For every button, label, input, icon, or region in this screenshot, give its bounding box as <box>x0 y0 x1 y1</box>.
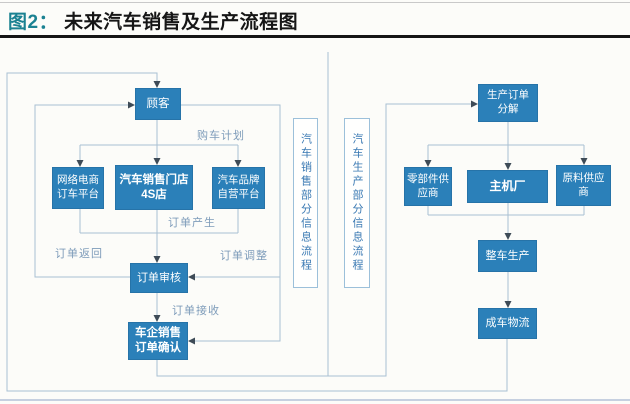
arrowhead-into-review-right <box>188 273 195 281</box>
lane-sales-info-process: 汽车销售部分信息流程 <box>293 118 318 288</box>
node-parts-supplier: 零部件供 应商 <box>404 167 452 206</box>
arrowhead-into-customer-top <box>153 81 161 88</box>
node-vehicle-production: 整车生产 <box>478 240 537 272</box>
arrowhead-into-customer-left <box>128 101 135 109</box>
node-oem-sales-confirm: 车企销售 订单确认 <box>128 322 188 360</box>
arrowhead-into-confirm-top <box>153 315 161 322</box>
node-oem-factory: 主机厂 <box>467 170 548 203</box>
edge-cycle-logistics-to-customer <box>6 72 508 392</box>
arrowhead-into-oem-factory <box>504 163 512 170</box>
figure-number: 图2： <box>8 12 59 33</box>
edge-label-purchase-plan: 购车计划 <box>197 130 245 142</box>
edge-label-order-return: 订单返回 <box>55 248 103 260</box>
edge-order-return <box>34 104 130 278</box>
edge-split-to-suppliers <box>427 122 585 163</box>
title-rule <box>0 35 630 38</box>
node-customer: 顾客 <box>135 88 181 120</box>
lane-production-info-process: 汽车生产部分信息流程 <box>344 118 370 288</box>
arrowhead-into-parts-supplier <box>424 160 432 167</box>
figure-title-text: 未来汽车销售及生产流程图 <box>64 12 299 33</box>
edge-label-order-create: 订单产生 <box>168 217 216 229</box>
node-dealer-4s-store: 汽车销售门店 4S店 <box>115 165 193 210</box>
edge-customer-to-channels <box>79 120 239 160</box>
arrowhead-into-review-top <box>153 256 161 263</box>
edge-confirm-to-production-split <box>156 103 471 377</box>
arrowhead-into-vehicle-production <box>504 233 512 240</box>
figure-title: 图2：未来汽车销售及生产流程图 <box>8 7 298 34</box>
arrowhead-into-production-split <box>471 100 478 108</box>
node-online-platform: 网络电商 订车平台 <box>52 167 104 209</box>
node-material-supplier: 原料供应 商 <box>556 165 611 206</box>
edge-order-adjust <box>180 104 281 342</box>
arrowhead-into-confirm-right <box>188 337 195 345</box>
arrowhead-into-brand-platform <box>234 160 242 167</box>
edge-suppliers-to-production <box>427 203 585 233</box>
top-border-line <box>0 2 630 3</box>
edge-label-order-receive: 订单接收 <box>172 305 220 317</box>
node-brand-platform: 汽车品牌 自营平台 <box>212 167 265 209</box>
bottom-border-line <box>0 399 630 401</box>
arrowhead-into-dealer-4s <box>153 158 161 165</box>
edge-label-order-adjust: 订单调整 <box>220 250 268 262</box>
node-vehicle-logistics: 成车物流 <box>478 308 537 339</box>
arrowhead-into-material-supplier <box>580 158 588 165</box>
arrowhead-into-vehicle-logistics <box>504 301 512 308</box>
edge-channels-to-review <box>79 209 239 256</box>
node-production-order-split: 生产订单 分解 <box>478 84 538 122</box>
node-order-review: 订单审核 <box>130 263 188 293</box>
arrowhead-into-online-platform <box>76 160 84 167</box>
